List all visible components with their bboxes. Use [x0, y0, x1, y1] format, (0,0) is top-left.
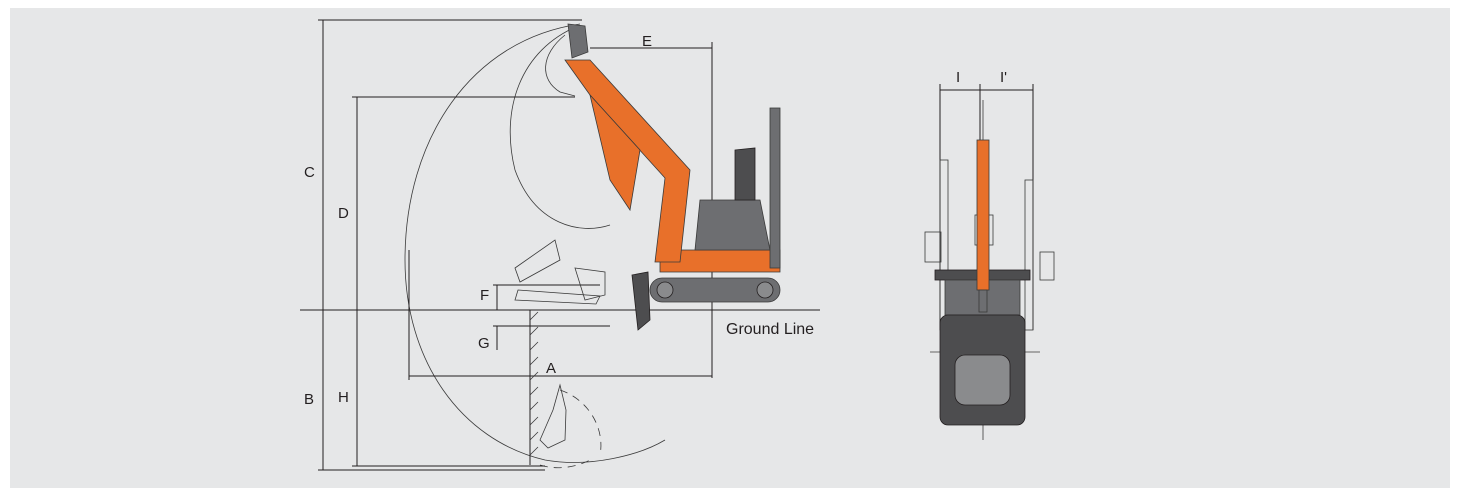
label-f: F: [480, 287, 489, 304]
label-i-prime: I': [1000, 69, 1007, 86]
label-b: B: [304, 391, 314, 408]
excavator-side-view: [514, 23, 781, 449]
label-e: E: [642, 33, 652, 50]
label-c: C: [304, 164, 315, 181]
label-h: H: [338, 389, 349, 406]
dimension-lines: [318, 19, 713, 471]
excavator-front-view: [924, 84, 1055, 440]
work-range-arcs: [404, 23, 666, 469]
label-d: D: [338, 205, 349, 222]
label-i: I: [956, 69, 960, 86]
label-a: A: [546, 360, 556, 377]
ground-line-label: Ground Line: [726, 321, 814, 338]
label-g: G: [478, 335, 490, 352]
